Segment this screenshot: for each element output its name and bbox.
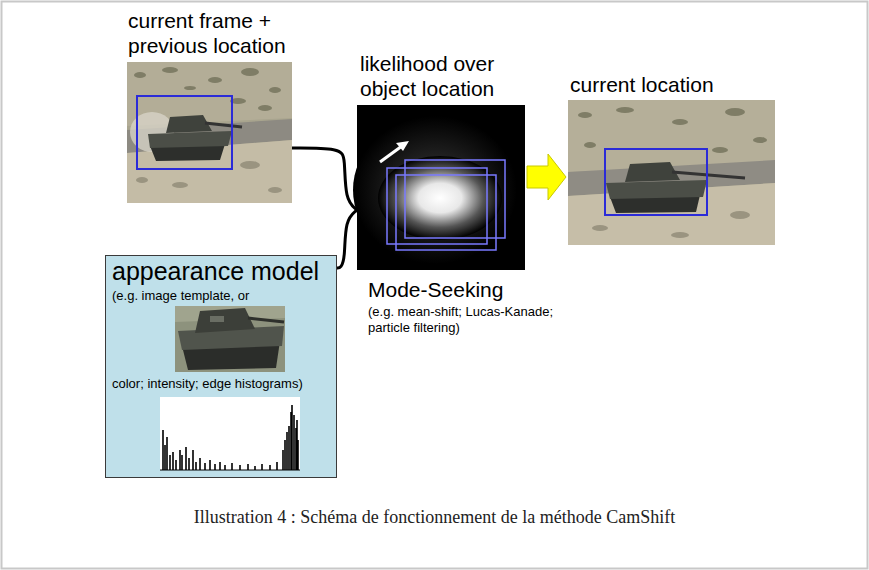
method-heading: Mode-Seeking xyxy=(368,277,503,302)
scrub xyxy=(162,67,178,73)
scrub xyxy=(616,107,634,113)
scrub xyxy=(208,77,222,83)
tank-turret xyxy=(195,308,255,333)
scrub xyxy=(258,105,272,111)
scrub xyxy=(578,112,592,118)
tank-hull xyxy=(148,131,232,148)
map-haze xyxy=(353,116,517,264)
histogram-ground xyxy=(160,397,300,470)
scrub xyxy=(136,177,148,183)
scrub xyxy=(671,232,689,238)
scrub xyxy=(672,119,688,125)
tank-detail xyxy=(210,316,224,322)
figure-caption: Illustration 4 : Schéma de fonctionnemen… xyxy=(0,506,869,528)
shift-arrow xyxy=(380,146,402,162)
result-panel: current location xyxy=(568,100,775,245)
brace-arm xyxy=(292,148,357,210)
candidate-window xyxy=(387,168,487,244)
model-box: appearance model (e.g. image template, or… xyxy=(105,255,337,478)
scrub xyxy=(241,68,259,76)
scrub xyxy=(240,161,260,169)
box-note: (e.g. image template, or xyxy=(112,288,249,304)
block-arrow xyxy=(527,154,566,200)
likelihood-panel: likelihood over object locationMode-Seek… xyxy=(357,105,525,270)
candidate-window xyxy=(405,160,505,238)
frame-panel: current frame + previous location xyxy=(127,62,292,203)
photo-ground xyxy=(568,100,775,245)
scrub xyxy=(753,137,767,143)
shift-arrow-head xyxy=(396,141,409,151)
tracking-window xyxy=(137,96,232,169)
scrub xyxy=(172,182,188,188)
scrub xyxy=(712,147,728,153)
scrub xyxy=(268,187,282,193)
template-ground xyxy=(175,306,285,372)
photo-field xyxy=(568,100,775,172)
tracking-window xyxy=(605,149,707,215)
tank-gun xyxy=(672,172,745,178)
tank-hull xyxy=(606,180,707,199)
scrub xyxy=(184,86,196,90)
result-photo xyxy=(568,100,775,245)
method-note: (e.g. mean-shift; Lucas-Kanade; particle… xyxy=(368,304,573,336)
tank-gun xyxy=(205,123,242,127)
panel-heading: likelihood over object location xyxy=(360,51,520,101)
photo-sand xyxy=(127,140,292,203)
panel-heading: current frame + previous location xyxy=(128,8,313,58)
brace-arm xyxy=(337,210,357,268)
frame-photo xyxy=(127,62,292,203)
histogram-axis xyxy=(160,470,300,471)
scrub xyxy=(725,108,745,116)
box-heading: appearance model xyxy=(112,256,319,286)
likelihood-map xyxy=(353,105,525,270)
scrub xyxy=(584,142,596,148)
scrub xyxy=(592,225,608,231)
template-photo xyxy=(175,306,285,372)
histogram-bars xyxy=(163,405,298,470)
histogram xyxy=(160,397,300,470)
model-ground xyxy=(105,255,337,478)
tank-turret xyxy=(625,162,680,182)
photo-ground xyxy=(127,62,292,203)
box-note: color; intensity; edge histograms) xyxy=(112,376,303,392)
scrub xyxy=(134,72,146,78)
panel-heading: current location xyxy=(570,72,714,97)
tank-gun xyxy=(248,318,284,322)
scrub xyxy=(730,211,750,219)
scrub xyxy=(269,87,281,93)
